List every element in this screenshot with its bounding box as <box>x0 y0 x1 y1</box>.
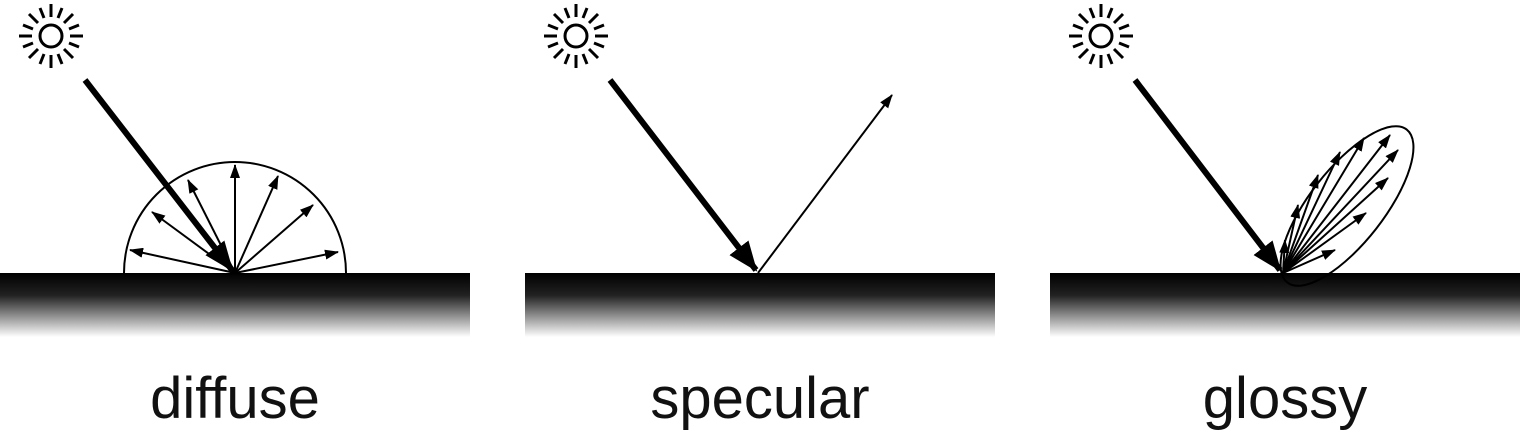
sun-icon <box>1067 2 1135 70</box>
sun-icon <box>542 2 610 70</box>
specular-label: specular <box>650 366 870 431</box>
glossy-label: glossy <box>1202 366 1368 431</box>
specular-surface <box>525 273 995 337</box>
diffuse-incident-ray <box>82 78 235 272</box>
specular-incident-ray <box>607 78 759 272</box>
glossy-surface <box>1050 273 1520 337</box>
diffuse-label: diffuse <box>150 366 320 431</box>
specular-reflected-ray <box>757 94 893 274</box>
glossy-reflected-rays <box>1279 134 1399 274</box>
specular-panel <box>525 2 995 337</box>
glossy-panel <box>1050 2 1520 337</box>
diffuse-hemisphere <box>123 161 347 274</box>
diffuse-surface <box>0 273 470 337</box>
glossy-incident-ray <box>1132 78 1283 272</box>
sun-icon <box>17 2 85 70</box>
diffuse-panel <box>0 2 470 337</box>
